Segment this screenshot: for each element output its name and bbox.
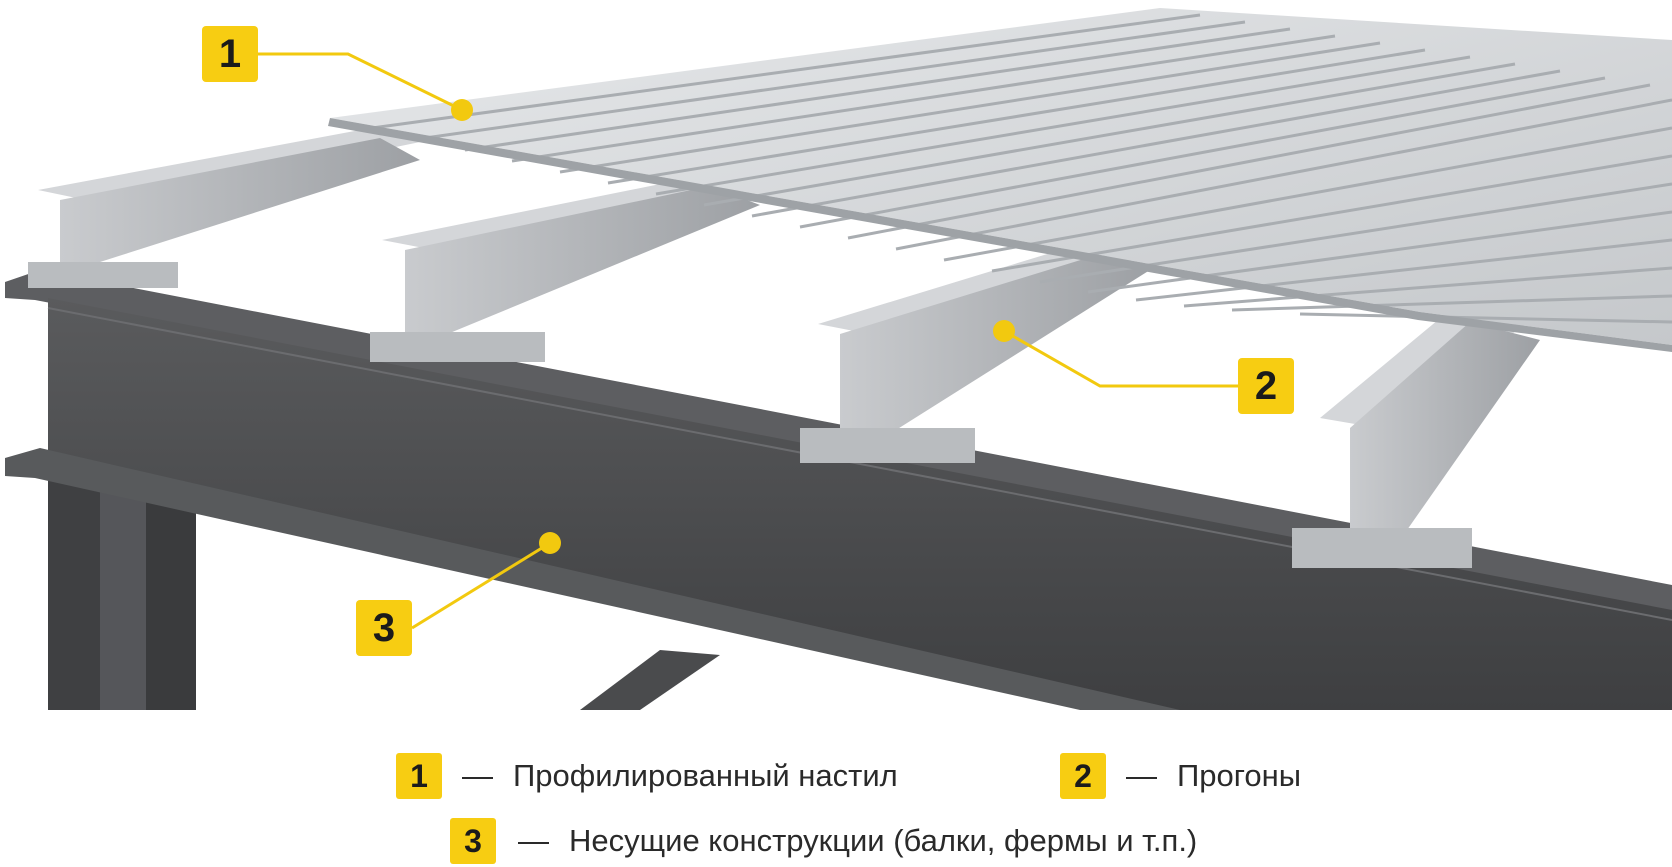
profiled-decking — [328, 8, 1672, 352]
leader-line-2 — [1003, 329, 1238, 388]
legend-badge-1: 1 — [396, 753, 442, 799]
purlin — [800, 244, 1150, 463]
callout-number: 2 — [1254, 363, 1278, 408]
leader-lines — [258, 52, 1238, 630]
deck-ribs — [371, 13, 1672, 324]
purlins — [28, 130, 1540, 568]
purlin — [1292, 310, 1540, 568]
legend-badge-2: 2 — [1060, 753, 1106, 799]
callout-badge-3: 3 — [356, 600, 412, 656]
legend-text-2: Прогоны — [1177, 758, 1302, 793]
steel-structure-illustration — [5, 8, 1672, 710]
legend-number: 2 — [1074, 757, 1092, 794]
purlin — [370, 178, 760, 362]
leader-line-3 — [411, 541, 551, 630]
legend-dash: — — [1126, 758, 1157, 793]
legend-dash: — — [518, 823, 549, 858]
bracing-diagonal — [580, 650, 720, 710]
legend-number: 1 — [410, 757, 428, 794]
legend-dash: — — [462, 758, 493, 793]
legend-text-1: Профилированный настил — [513, 758, 898, 793]
leader-dot-1 — [451, 99, 473, 121]
leader-dots — [451, 99, 1015, 554]
leader-line-1 — [258, 52, 463, 112]
callout-number: 3 — [372, 605, 396, 650]
leader-dot-2 — [993, 320, 1015, 342]
purlin — [28, 130, 430, 288]
leader-dot-3 — [539, 532, 561, 554]
callout-number: 1 — [218, 31, 242, 76]
legend-number: 3 — [464, 822, 482, 859]
legend-badge-3: 3 — [450, 818, 496, 864]
callout-badge-1: 1 — [202, 26, 258, 82]
callout-badge-2: 2 — [1238, 358, 1294, 414]
legend-text-3: Несущие конструкции (балки, фермы и т.п.… — [569, 823, 1198, 858]
